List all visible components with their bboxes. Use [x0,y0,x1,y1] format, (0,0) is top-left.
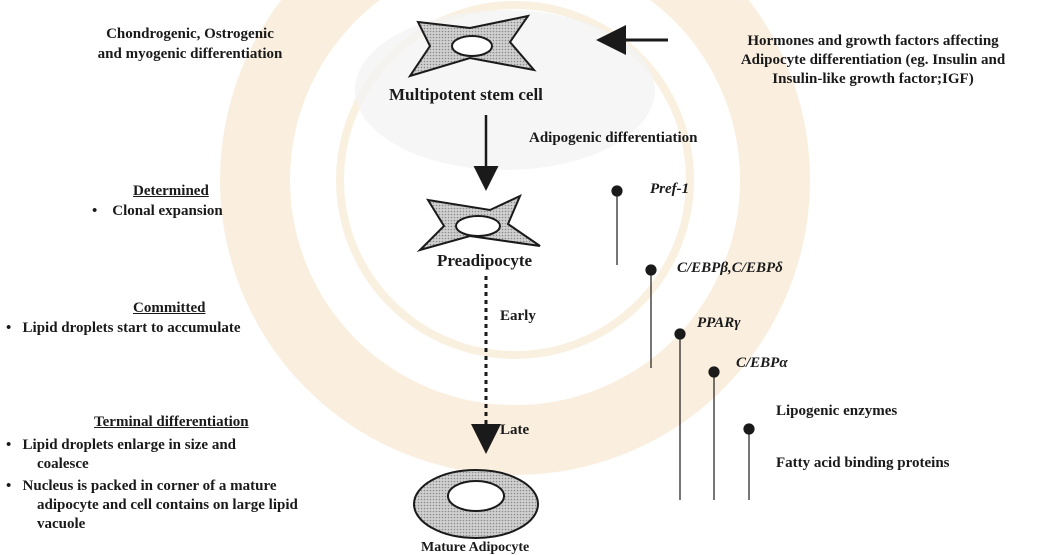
terminal-bullet-2: • Nucleus is packed in corner of a matur… [6,477,298,534]
stem-cell-label: Multipotent stem cell [389,85,543,105]
marker-lipogenic: Lipogenic enzymes [776,403,897,420]
terminal-bullet-2-line-3: vacuole [6,515,298,534]
marker-pref1: Pref-1 [650,181,689,198]
other-differentiation-text: Chondrogenic, Ostrogenic and myogenic di… [70,24,310,64]
terminal-bullet-2-line-2: adipocyte and cell contains on large lip… [6,496,298,515]
hormones-line-1: Hormones and growth factors affecting [700,32,1046,51]
committed-heading: Committed [133,300,205,317]
terminal-heading: Terminal differentiation [94,414,249,431]
determined-heading: Determined [133,183,209,200]
marker-cebp-bd: C/EBPβ,C/EBPδ [677,260,783,277]
preadipocyte-shape [420,196,540,250]
other-diff-line-1: Chondrogenic, Ostrogenic [70,24,310,44]
early-label: Early [500,308,536,325]
terminal-bullet-1: • Lipid droplets enlarge in size and coa… [6,436,236,474]
adipogenic-label: Adipogenic differentiation [529,130,697,147]
stem-cell-shape [410,16,534,76]
mature-adipocyte-shape [414,470,538,538]
hormones-line-3: Insulin-like growth factor;IGF) [700,70,1046,89]
committed-bullet-text: Lipid droplets start to accumulate [23,320,241,336]
determined-bullet: • Clonal expansion [92,203,223,220]
hormones-line-2: Adipocyte differentiation (eg. Insulin a… [700,51,1046,70]
terminal-bullet-1-line-2: coalesce [6,455,236,474]
preadipocyte-label: Preadipocyte [437,251,532,271]
determined-bullet-text: Clonal expansion [112,203,222,219]
marker-pparg: PPARγ [697,315,740,332]
committed-bullet: • Lipid droplets start to accumulate [6,320,241,337]
terminal-bullet-2-line-1: Nucleus is packed in corner of a mature [23,478,277,494]
other-diff-line-2: and myogenic differentiation [70,44,310,64]
hormones-text: Hormones and growth factors affecting Ad… [700,32,1046,89]
mature-adipocyte-label: Mature Adipocyte [421,541,529,555]
late-label: Late [500,422,529,439]
terminal-bullet-1-line-1: Lipid droplets enlarge in size and [23,437,237,453]
marker-fabp: Fatty acid binding proteins [776,455,950,472]
marker-lines [612,186,754,500]
marker-cebpa: C/EBPα [736,355,788,372]
